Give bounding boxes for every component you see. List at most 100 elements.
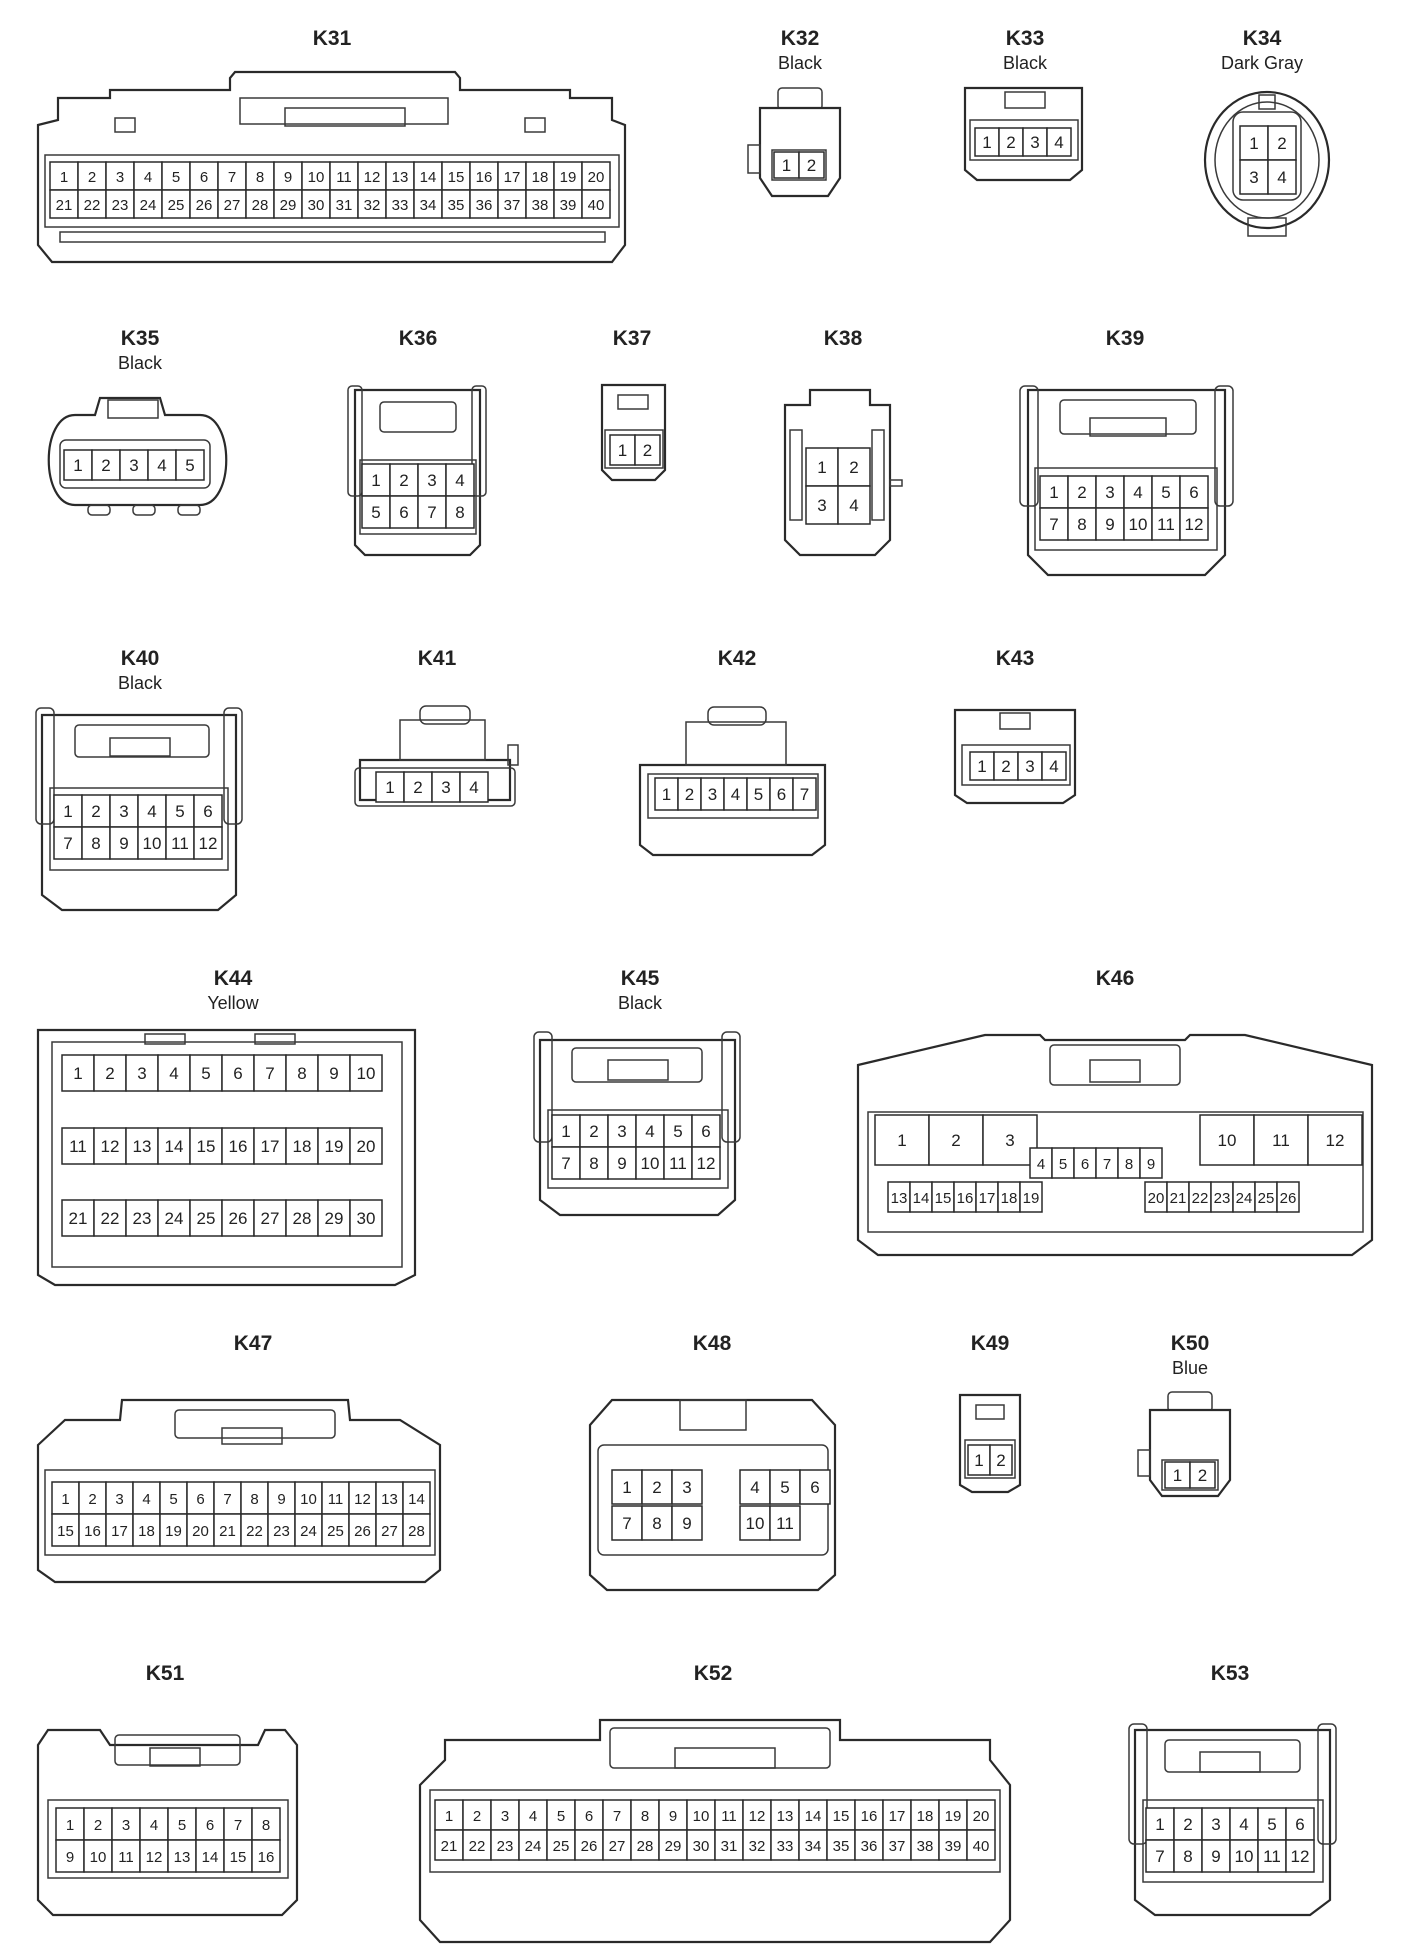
pin-number: 7 — [800, 785, 809, 804]
pin-number: 18 — [532, 169, 549, 186]
pin-number: 1 — [1249, 134, 1258, 153]
pin-number: 14 — [913, 1190, 930, 1207]
pin-number: 17 — [979, 1190, 996, 1207]
pin-number: 11 — [721, 1808, 737, 1825]
pin-number: 17 — [111, 1523, 128, 1540]
pin-number: 8 — [262, 1817, 270, 1834]
pin-number: 8 — [1077, 515, 1086, 534]
pin-number: 27 — [261, 1209, 280, 1228]
pin-number: 2 — [1183, 1815, 1192, 1834]
pin-number: 24 — [140, 197, 157, 214]
pin-number: 4 — [147, 802, 156, 821]
pin-number: 5 — [1059, 1156, 1067, 1173]
connector-id-label: K46 — [1096, 967, 1135, 990]
connector-color-label: Black — [118, 673, 163, 693]
pin-number: 26 — [196, 197, 213, 214]
pin-number: 3 — [817, 496, 826, 515]
connector-id-label: K44 — [214, 967, 253, 990]
pin-number: 4 — [849, 496, 858, 515]
pin-number: 33 — [392, 197, 409, 214]
connector-id-label: K48 — [693, 1332, 732, 1355]
pin-number: 10 — [300, 1491, 317, 1508]
pin-number: 2 — [951, 1131, 960, 1150]
connector-color-label: Yellow — [207, 993, 259, 1013]
pin-number: 20 — [973, 1808, 990, 1825]
pin-number: 3 — [116, 169, 124, 186]
pin-number: 6 — [233, 1064, 242, 1083]
connector-id-label: K38 — [824, 327, 863, 350]
pin-number: 8 — [455, 503, 464, 522]
pin-number: 16 — [229, 1137, 248, 1156]
pin-number: 37 — [889, 1838, 906, 1855]
pin-number: 36 — [476, 197, 493, 214]
pin-number: 6 — [200, 169, 208, 186]
pin-number: 6 — [1189, 483, 1198, 502]
pin-number: 7 — [1155, 1847, 1164, 1866]
pin-number: 2 — [101, 456, 110, 475]
pin-number: 30 — [308, 197, 325, 214]
pin-number: 40 — [973, 1838, 990, 1855]
pin-number: 11 — [1263, 1847, 1281, 1866]
pin-number: 22 — [469, 1838, 486, 1855]
pin-number: 25 — [553, 1838, 570, 1855]
pin-number: 12 — [364, 169, 381, 186]
pin-number: 12 — [146, 1849, 163, 1866]
pin-number: 9 — [66, 1849, 74, 1866]
pin-number: 9 — [277, 1491, 285, 1508]
pin-number: 39 — [945, 1838, 962, 1855]
pin-number: 4 — [1277, 168, 1286, 187]
pin-number: 12 — [749, 1808, 766, 1825]
pin-number: 3 — [682, 1478, 691, 1497]
pin-number: 12 — [1291, 1847, 1310, 1866]
pin-number: 25 — [168, 197, 185, 214]
pin-number: 11 — [171, 834, 189, 853]
pin-number: 11 — [1272, 1131, 1290, 1150]
pin-number: 32 — [749, 1838, 766, 1855]
pin-number: 1 — [618, 441, 627, 460]
pin-number: 4 — [750, 1478, 759, 1497]
pin-number: 18 — [293, 1137, 312, 1156]
pin-number: 4 — [142, 1491, 150, 1508]
pin-number: 23 — [497, 1838, 514, 1855]
connector-id-label: K40 — [121, 647, 160, 670]
pin-number: 19 — [325, 1137, 344, 1156]
pin-number: 10 — [641, 1154, 660, 1173]
pin-number: 24 — [525, 1838, 542, 1855]
pin-number: 5 — [1161, 483, 1170, 502]
connector-color-label: Black — [118, 353, 163, 373]
pin-number: 9 — [682, 1514, 691, 1533]
pin-number: 29 — [325, 1209, 344, 1228]
pin-number: 4 — [157, 456, 166, 475]
pin-number: 24 — [165, 1209, 184, 1228]
pin-number: 7 — [223, 1491, 231, 1508]
pin-number: 27 — [224, 197, 241, 214]
pin-number: 8 — [91, 834, 100, 853]
pin-number: 1 — [61, 1491, 69, 1508]
pin-number: 14 — [420, 169, 437, 186]
pin-number: 38 — [532, 197, 549, 214]
pin-number: 9 — [1211, 1847, 1220, 1866]
pin-number: 1 — [60, 169, 68, 186]
pin-number: 1 — [1155, 1815, 1164, 1834]
connector-color-label: Blue — [1172, 1358, 1208, 1378]
pin-number: 29 — [665, 1838, 682, 1855]
pin-number: 6 — [203, 802, 212, 821]
pin-number: 2 — [807, 156, 816, 175]
pin-number: 4 — [144, 169, 152, 186]
pin-number: 12 — [101, 1137, 120, 1156]
pin-number: 1 — [622, 1478, 631, 1497]
pin-number: 35 — [448, 197, 465, 214]
pin-number: 6 — [810, 1478, 819, 1497]
pin-number: 34 — [805, 1838, 822, 1855]
pin-number: 5 — [169, 1491, 177, 1508]
pin-number: 2 — [1001, 757, 1010, 776]
pin-number: 28 — [293, 1209, 312, 1228]
pin-number: 1 — [974, 1451, 983, 1470]
pin-number: 2 — [88, 169, 96, 186]
pin-number: 10 — [1129, 515, 1148, 534]
pin-number: 11 — [669, 1154, 687, 1173]
pin-number: 1 — [817, 458, 826, 477]
